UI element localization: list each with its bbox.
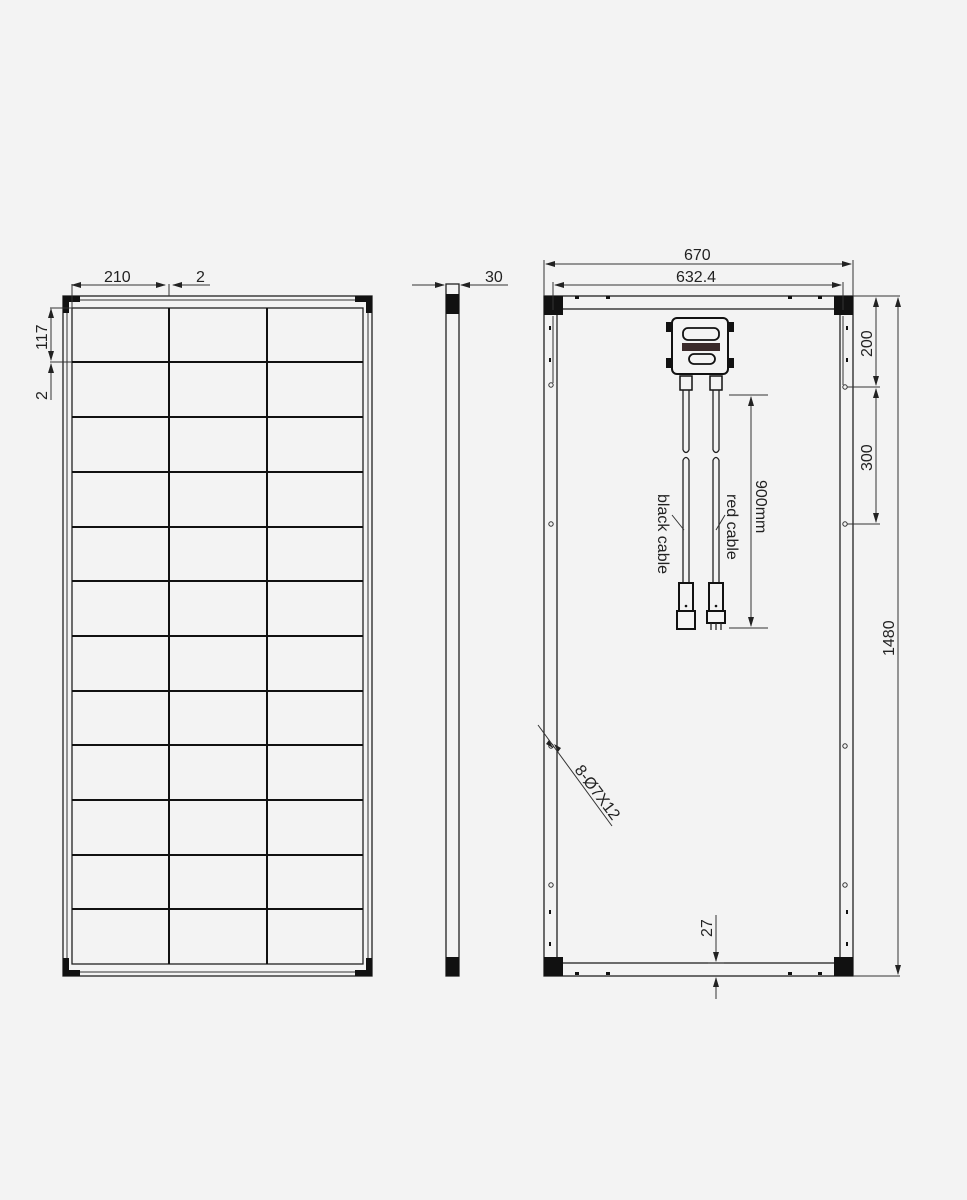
front-view: 210 2 117 2	[34, 269, 373, 977]
dim-hole-spacing: 300	[859, 444, 876, 471]
black-cable-label: black cable	[654, 494, 671, 574]
dim-top-to-hole: 200	[859, 330, 876, 357]
junction-box	[666, 317, 734, 375]
back-view: black cable red cable 900mm 670 632.4 20…	[537, 247, 901, 999]
side-view: 30	[412, 269, 508, 977]
dim-frame-thickness: 30	[485, 269, 503, 286]
cell-grid	[72, 361, 363, 910]
dim-frame-lip: 27	[699, 919, 716, 937]
dim-overall-width: 670	[684, 247, 711, 264]
dim-overall-length: 1480	[881, 620, 898, 656]
dim-cell-width: 210	[104, 269, 131, 286]
dim-cell-gap-h: 2	[196, 269, 205, 286]
dim-mounting-holes: 8-Ø7X12	[571, 762, 623, 823]
dim-cable-length: 900mm	[752, 480, 769, 533]
mounting-holes	[548, 382, 848, 888]
dim-hole-spacing-width: 632.4	[676, 269, 716, 286]
dim-cell-gap-v: 2	[34, 391, 51, 400]
cables	[671, 375, 726, 630]
dim-cell-height: 117	[34, 324, 51, 350]
red-cable-label: red cable	[723, 494, 740, 560]
